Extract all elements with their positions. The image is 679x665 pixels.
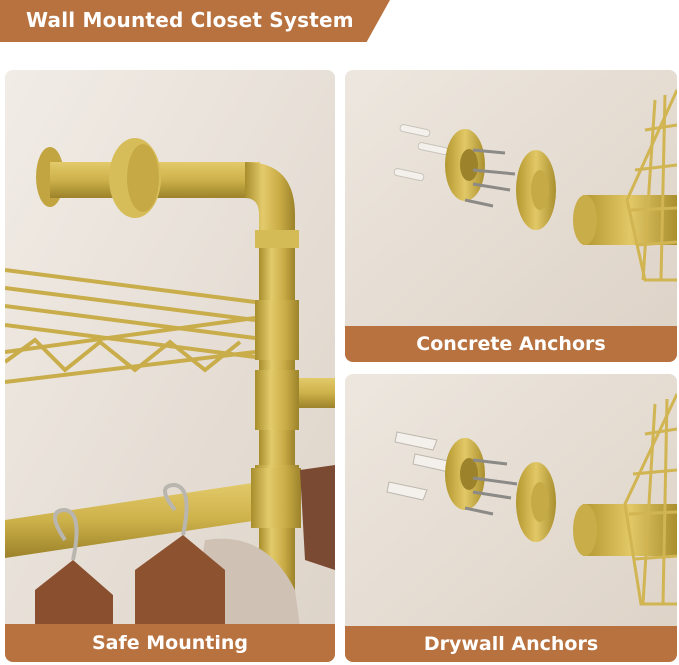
wire-shelf-icon <box>5 268 256 384</box>
wire-basket-icon <box>625 89 677 282</box>
concrete-anchor-kit-illustration <box>345 70 677 362</box>
safe-mounting-panel: Safe Mounting <box>5 70 335 662</box>
drywall-anchor-icon <box>386 431 454 501</box>
concrete-anchors-panel: Concrete Anchors <box>345 70 677 362</box>
page-title: Wall Mounted Closet System <box>26 8 354 32</box>
drywall-anchor-kit-illustration <box>345 374 677 662</box>
drywall-anchors-caption: Drywall Anchors <box>345 626 677 662</box>
title-banner <box>0 0 390 42</box>
drywall-anchors-panel: Drywall Anchors <box>345 374 677 662</box>
closet-pipe-illustration <box>5 70 335 662</box>
wire-basket-icon <box>623 393 677 606</box>
safe-mounting-caption: Safe Mounting <box>5 624 335 662</box>
concrete-anchors-caption: Concrete Anchors <box>345 326 677 362</box>
screw-icon <box>464 458 518 516</box>
concrete-anchor-icon <box>393 124 449 182</box>
screw-icon <box>464 148 516 208</box>
